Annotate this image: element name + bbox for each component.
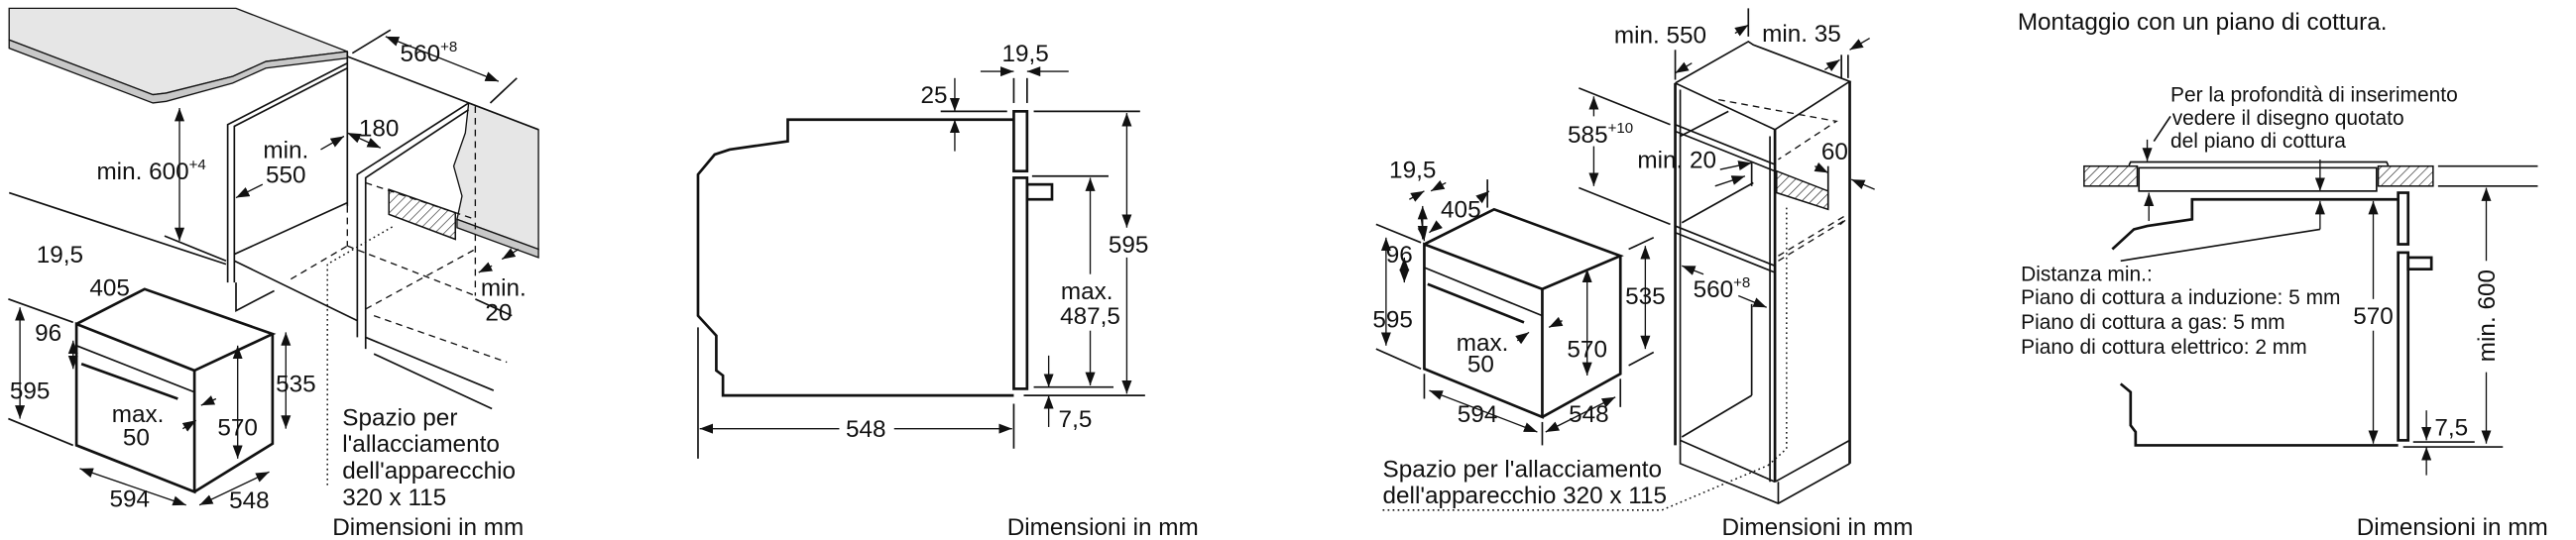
oven-outline-top <box>2111 197 2399 251</box>
connection-area <box>1776 169 1829 211</box>
dim-560: 560+8 <box>401 39 458 67</box>
dim-548: 548 <box>1569 401 1609 428</box>
dim-max-line2: 50 <box>1467 352 1494 378</box>
note-line1: Per la profondità di inserimento <box>2170 83 2458 106</box>
oven-drawing <box>1423 207 1624 419</box>
oven-door <box>2397 251 2410 442</box>
dim-19-5: 19,5 <box>37 242 83 269</box>
dim-19-5: 19,5 <box>1002 41 1049 67</box>
oven-knob <box>2406 256 2433 271</box>
dim-570: 570 <box>2353 303 2394 330</box>
dim-7-5: 7,5 <box>2434 414 2468 441</box>
panel-undercounter-installation: 560+8 180 min. 550 min. 600+4 min. 20 19… <box>8 7 539 540</box>
oven-outline-bottom <box>2119 382 2399 447</box>
note-line2: vedere il disegno quotato <box>2172 107 2404 130</box>
connection-space-line2: dell'apparecchio 320 x 115 <box>1383 483 1667 509</box>
panel-tall-cabinet-installation: min. 550 min. 35 585+10 min. 20 60 560+8… <box>1372 8 1914 540</box>
dim-570: 570 <box>217 414 258 441</box>
oven-drawing <box>74 287 277 494</box>
oven-side-outline <box>696 118 1014 397</box>
dim-548: 548 <box>846 416 886 443</box>
panel-title: Montaggio con un piano di cottura. <box>2018 9 2388 36</box>
dim-min550-line2: 550 <box>266 162 306 188</box>
dim-594: 594 <box>1458 401 1498 428</box>
dim-min550: min. 550 <box>1614 23 1706 50</box>
dim-min35: min. 35 <box>1762 21 1841 48</box>
distance-induction: Piano di cottura a induzione: 5 mm <box>2021 286 2340 309</box>
dim-min20: min. 20 <box>1637 147 1716 173</box>
worktop-section-left <box>2083 164 2139 187</box>
dimension-lines <box>8 29 520 506</box>
connection-space-line2: l'allacciamento <box>342 431 500 458</box>
worktop-surface <box>8 7 348 96</box>
dim-96: 96 <box>35 320 61 347</box>
dim-max-line2: 487,5 <box>1060 303 1120 330</box>
dim-max-line1: max. <box>112 401 165 428</box>
dim-548: 548 <box>229 487 270 514</box>
connection-space-line4: 320 x 115 <box>342 485 446 511</box>
units-note: Dimensioni in mm <box>1007 514 1199 540</box>
dim-180: 180 <box>359 116 400 143</box>
dim-min600: min. 600+4 <box>96 157 205 185</box>
dim-25: 25 <box>920 82 947 109</box>
dim-max-line2: 50 <box>123 424 150 451</box>
dim-max-line1: max. <box>1061 278 1113 305</box>
dim-405: 405 <box>89 274 130 301</box>
units-note: Dimensioni in mm <box>1721 514 1913 540</box>
note-line3: del piano di cottura <box>2170 130 2346 153</box>
dim-595: 595 <box>1109 232 1149 259</box>
dim-595: 595 <box>10 378 51 404</box>
tall-cabinet <box>1674 40 1852 505</box>
units-note: Dimensioni in mm <box>2357 514 2548 540</box>
dim-60: 60 <box>1821 139 1848 165</box>
dim-max-line1: max. <box>1457 330 1509 357</box>
hob-body <box>2138 166 2378 192</box>
dim-535: 535 <box>276 372 316 398</box>
connection-area <box>388 188 457 241</box>
units-note: Dimensioni in mm <box>332 514 524 540</box>
connection-space-line1: Spazio per <box>342 404 457 431</box>
dim-585: 585+10 <box>1568 120 1633 149</box>
oven-door-top <box>1012 110 1029 173</box>
dim-19-5: 19,5 <box>1389 157 1436 183</box>
oven-knob <box>1025 182 1054 201</box>
dim-560: 560+8 <box>1694 274 1751 303</box>
dim-570: 570 <box>1567 337 1607 364</box>
dim-595: 595 <box>1372 306 1413 333</box>
oven-door <box>1012 176 1029 390</box>
dim-min600: min. 600 <box>2474 270 2501 362</box>
worktop-section-right <box>2377 164 2434 187</box>
dimension-lines <box>2120 115 2504 476</box>
distance-electric: Piano di cottura elettrico: 2 mm <box>2021 336 2307 359</box>
dim-min20-line1: min. <box>481 274 527 301</box>
dim-535: 535 <box>1625 283 1666 310</box>
dimension-lines <box>1375 8 1875 511</box>
dim-7-5: 7,5 <box>1059 406 1093 433</box>
hob-rim <box>2128 161 2390 166</box>
panel-hob-installation: Montaggio con un piano di cottura. Per l… <box>2018 9 2548 540</box>
dimension-lines <box>697 66 1145 459</box>
dim-min550-line1: min. <box>263 137 308 163</box>
connection-space-line1: Spazio per l'allacciamento <box>1383 456 1662 483</box>
worktop-right-edge <box>456 218 539 259</box>
cabinet-lines <box>8 51 539 486</box>
dim-96: 96 <box>1386 242 1413 269</box>
connection-space-line3: dell'apparecchio <box>342 458 516 485</box>
distance-heading: Distanza min.: <box>2021 263 2153 285</box>
dim-min20-line2: 20 <box>485 300 512 327</box>
dim-594: 594 <box>109 486 150 512</box>
panel-side-view: 19,5 25 595 max. 487,5 7,5 548 Dimension… <box>696 41 1199 540</box>
dim-405: 405 <box>1441 197 1481 224</box>
distance-gas: Piano di cottura a gas: 5 mm <box>2021 311 2284 334</box>
oven-door-top <box>2397 191 2410 246</box>
